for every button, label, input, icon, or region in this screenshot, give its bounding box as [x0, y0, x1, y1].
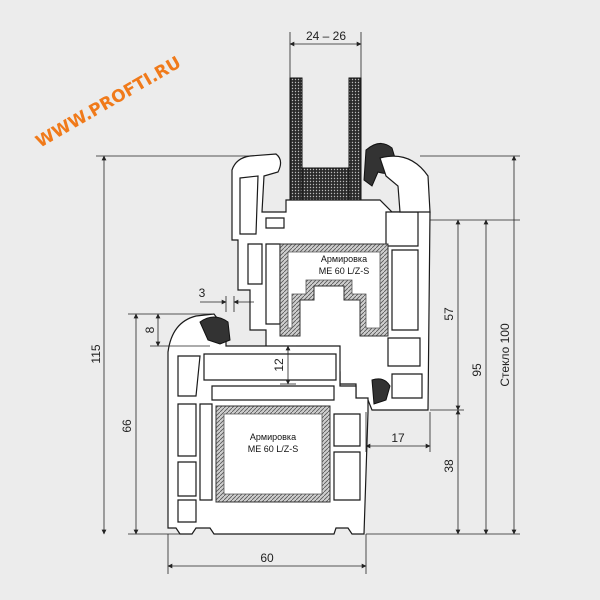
- sash-gasket: [363, 143, 399, 405]
- dim-sash-total: 95: [470, 363, 484, 377]
- dimension-lines: [96, 32, 520, 574]
- dim-total-height: 115: [89, 344, 103, 363]
- upper-reinforcement-label-1: Армировка: [321, 254, 367, 264]
- glass-unit: [289, 77, 362, 211]
- dim-frame-height: 66: [120, 419, 134, 433]
- lower-reinforcement: [215, 405, 331, 503]
- dim-rebate-depth: 17: [391, 431, 405, 445]
- upper-reinforcement: [279, 243, 389, 337]
- upper-reinforcement-label-2: ME 60 L/Z-S: [319, 266, 370, 276]
- lower-reinforcement-label-2: ME 60 L/Z-S: [248, 444, 299, 454]
- dim-overlap: 8: [143, 326, 157, 333]
- dim-gap: 3: [199, 286, 206, 300]
- dim-frame-top: 38: [442, 459, 456, 473]
- dim-frame-width: 60: [260, 551, 274, 565]
- dim-sash-offset: 12: [272, 358, 286, 372]
- dim-sash-height: 57: [442, 307, 456, 321]
- watermark-text: WWW.PROFTI.RU: [33, 53, 185, 152]
- lower-reinforcement-label-1: Армировка: [250, 432, 296, 442]
- dim-glass-thickness: 24 – 26: [306, 29, 346, 43]
- frame-gasket: [199, 316, 231, 345]
- dim-glass-depth: Стекло 100: [498, 323, 512, 387]
- glazing-bead: [379, 155, 431, 213]
